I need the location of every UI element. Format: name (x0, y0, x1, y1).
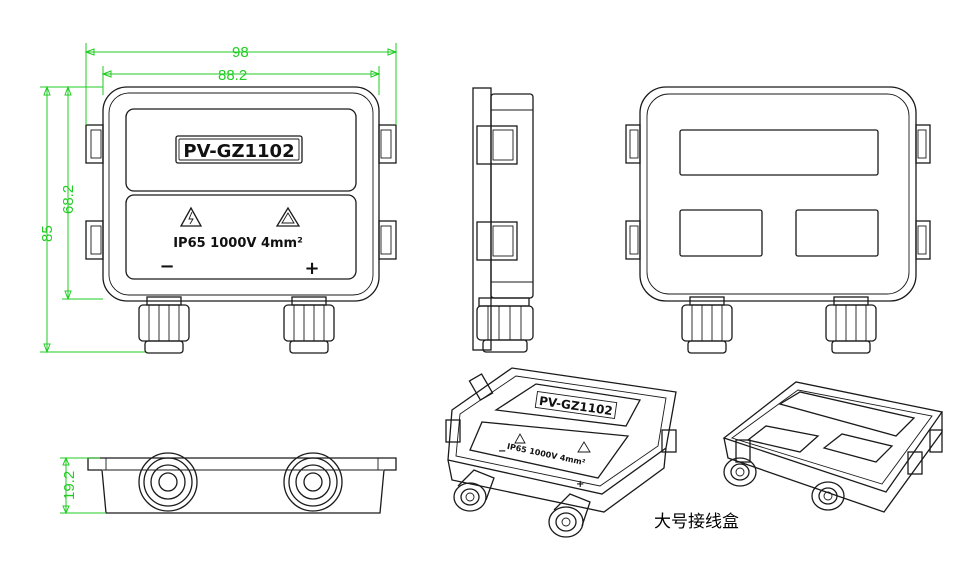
front-gland-right (283, 296, 335, 354)
dim-inner-width: 88.2 (218, 67, 247, 84)
front-minus-label: − (159, 256, 174, 277)
front-rating-label: IP65 1000V 4mm² (173, 236, 303, 251)
iso-model-label: PV-GZ1102 (538, 394, 613, 418)
iso-plus-label: + (576, 479, 584, 490)
bottom-gland-left (138, 452, 198, 512)
front-clips (85, 124, 397, 260)
dim-overall-height: 85 (39, 225, 56, 242)
front-dimensions: 98 88.2 85 68.2 (39, 43, 398, 354)
bottom-gland-right (283, 452, 343, 512)
front-plus-label: + (304, 258, 319, 279)
back-view (625, 86, 931, 354)
iso-back-gland-left (723, 457, 757, 487)
iso-minus-label: − (498, 446, 506, 457)
side-view (472, 87, 534, 353)
iso-back-view (722, 381, 944, 513)
back-gland-left (681, 296, 733, 354)
hazard-warning-icon (275, 206, 301, 227)
iso-back-gland-right (811, 481, 845, 511)
dim-depth: 19.2 (61, 471, 78, 500)
hazard-voltage-icon (179, 206, 203, 227)
iso-front-view: PV-GZ1102 IP65 1000V 4mm² − + (445, 367, 677, 538)
front-view: PV-GZ1102 IP65 1000V 4mm² − + (85, 86, 397, 354)
bottom-view: 19.2 (60, 452, 397, 515)
front-model-label: PV-GZ1102 (183, 141, 294, 162)
front-gland-left (138, 296, 190, 354)
iso-rating-label: IP65 1000V 4mm² (506, 442, 586, 467)
dim-inner-height: 68.2 (60, 185, 77, 214)
iso-gland-left (453, 469, 495, 512)
back-gland-right (825, 296, 877, 354)
iso-gland-right (548, 493, 591, 538)
caption: 大号接线盒 (654, 512, 739, 532)
dim-overall-width: 98 (232, 44, 249, 61)
